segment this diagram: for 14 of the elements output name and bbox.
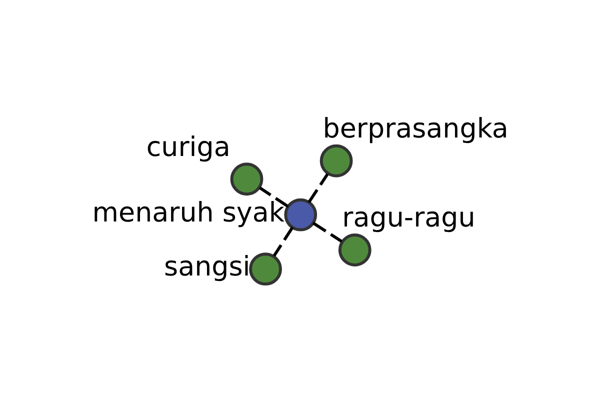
node-label: sangsi [164,252,250,283]
node-circle [230,162,263,196]
connector [307,173,328,204]
connector [258,186,288,208]
connector [272,226,294,257]
connector [312,222,342,243]
node-circle [338,234,371,266]
node-circle [248,252,282,286]
node-label: berprasangka [322,114,508,145]
node-circle [319,144,352,178]
node-circle [284,198,317,232]
node-label: curiga [146,132,230,163]
node-label: ragu-ragu [342,202,475,234]
node-label: menaruh syak [92,197,284,228]
